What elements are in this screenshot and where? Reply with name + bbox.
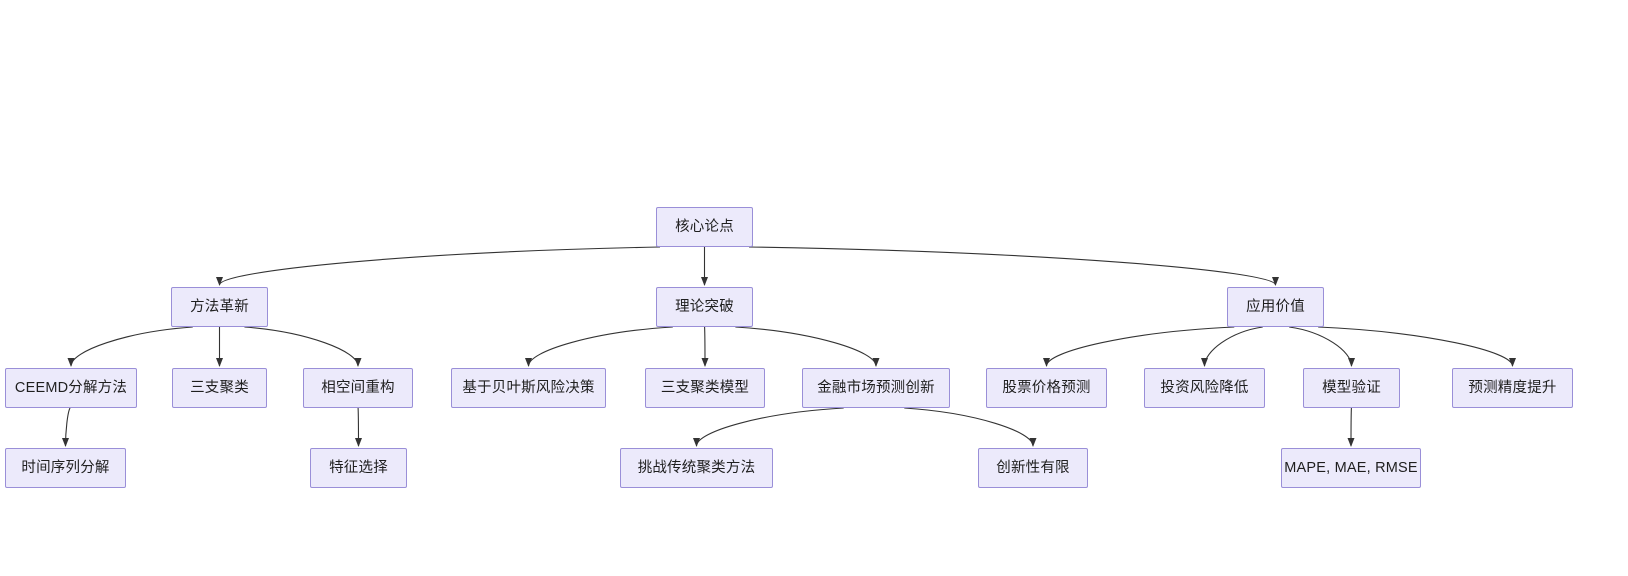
node-label: 核心论点 (675, 218, 734, 235)
node-label: 方法革新 (190, 298, 249, 315)
node-label: MAPE, MAE, RMSE (1284, 459, 1418, 476)
edge-l1c-to-l2j (1318, 326, 1516, 367)
edge-l1a-to-l2c (244, 326, 362, 367)
node-l2c[interactable]: 相空间重构 (303, 368, 413, 408)
node-label: 模型验证 (1322, 379, 1381, 396)
node-l1c[interactable]: 应用价值 (1227, 287, 1324, 327)
node-l2g[interactable]: 股票价格预测 (986, 368, 1107, 408)
edge-l1b-to-l2d (525, 326, 673, 367)
node-label: 挑战传统聚类方法 (637, 459, 756, 476)
edge-paths (62, 246, 1516, 447)
node-l2b[interactable]: 三支聚类 (172, 368, 267, 408)
node-label: 金融市场预测创新 (817, 379, 935, 396)
node-label: 特征选择 (329, 459, 388, 476)
edge-l1c-to-l2i (1289, 326, 1355, 367)
node-l2j[interactable]: 预测精度提升 (1452, 368, 1573, 408)
edge-l1c-to-l2g (1043, 326, 1235, 367)
node-label: 预测精度提升 (1468, 379, 1557, 396)
node-label: CEEMD分解方法 (14, 379, 128, 396)
node-l3e[interactable]: MAPE, MAE, RMSE (1281, 448, 1421, 488)
edge-l1b-to-l2f (735, 326, 880, 367)
node-l2f[interactable]: 金融市场预测创新 (802, 368, 950, 408)
node-label: 应用价值 (1246, 298, 1305, 315)
node-l2e[interactable]: 三支聚类模型 (645, 368, 765, 408)
node-label: 股票价格预测 (1002, 379, 1091, 396)
node-l3b[interactable]: 特征选择 (310, 448, 407, 488)
edge-root-to-l1c (748, 246, 1279, 286)
node-label: 时间序列分解 (21, 459, 110, 476)
node-label: 投资风险降低 (1160, 379, 1249, 396)
node-root[interactable]: 核心论点 (656, 207, 753, 247)
edge-l2a-to-l3a (62, 407, 71, 447)
node-l3a[interactable]: 时间序列分解 (5, 448, 126, 488)
node-label: 三支聚类 (190, 379, 249, 396)
node-l1a[interactable]: 方法革新 (171, 287, 268, 327)
node-l2a[interactable]: CEEMD分解方法 (5, 368, 137, 408)
node-l3c[interactable]: 挑战传统聚类方法 (620, 448, 773, 488)
edge-l2f-to-l3d (904, 407, 1037, 447)
node-l2d[interactable]: 基于贝叶斯风险决策 (451, 368, 606, 408)
edge-root-to-l1a (216, 246, 661, 286)
node-label: 相空间重构 (321, 379, 395, 396)
node-label: 创新性有限 (996, 459, 1070, 476)
node-l2i[interactable]: 模型验证 (1303, 368, 1400, 408)
edge-l1c-to-l2h (1201, 326, 1263, 367)
node-label: 基于贝叶斯风险决策 (462, 379, 595, 396)
edge-l2f-to-l3c (693, 407, 844, 447)
node-l3d[interactable]: 创新性有限 (978, 448, 1088, 488)
edge-l1a-to-l2a (67, 326, 193, 367)
node-l2h[interactable]: 投资风险降低 (1144, 368, 1265, 408)
node-label: 三支聚类模型 (660, 379, 750, 396)
node-l1b[interactable]: 理论突破 (656, 287, 753, 327)
node-label: 理论突破 (675, 298, 734, 315)
